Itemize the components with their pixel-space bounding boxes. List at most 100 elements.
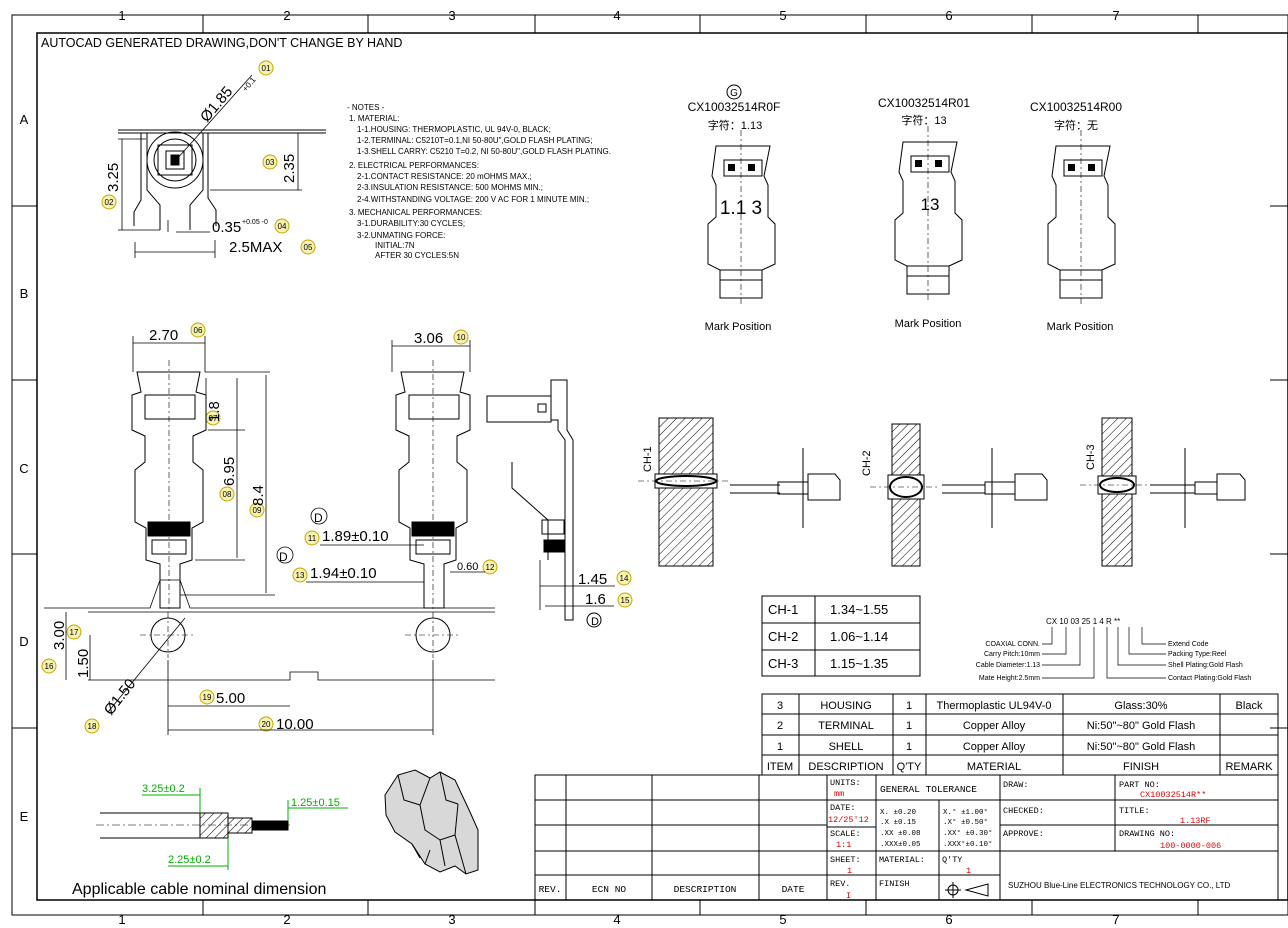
- notes-line-9: 3. MECHANICAL PERFORMANCES:: [349, 208, 482, 217]
- zone-col-6: 6: [945, 8, 952, 23]
- bom-r2-finish: Ni:50"~80" Gold Flash: [1087, 720, 1195, 732]
- notes-title: - NOTES -: [347, 103, 385, 112]
- zone-row-d: D: [19, 634, 28, 649]
- zone-col-2-bottom: 2: [283, 912, 290, 927]
- bom-r2-qty: 1: [906, 720, 912, 732]
- variant-r00-char: 字符：无: [1054, 118, 1098, 132]
- dim-145: 1.45: [578, 571, 607, 588]
- tol-ang-2: .X° ±0.50°: [943, 818, 988, 827]
- balloon-13: 13: [296, 571, 305, 580]
- notes-line-12: INITIAL:7N: [375, 241, 415, 250]
- notes-line-11: 3-2.UNMATING FORCE:: [357, 231, 445, 240]
- balloon-07: 07: [209, 414, 218, 423]
- balloon-12: 12: [486, 563, 495, 572]
- tol-ang-1: X.° ±1.00°: [943, 808, 988, 817]
- variant-r00-part: CX10032514R00: [1030, 100, 1122, 114]
- dim-dia-185: Ø1.85: [197, 83, 236, 125]
- notes-line-10: 3-1.DURABILITY:30 CYCLES;: [357, 219, 465, 228]
- scale-value: 1:1: [836, 840, 851, 850]
- dim-84: 8.4: [250, 485, 267, 506]
- variant-r01: CX10032514R01 字符：13 13 Mark Position: [878, 96, 970, 330]
- variant-r0f-char: 字符：1.13: [708, 118, 762, 132]
- dim-18: 1.8: [206, 401, 223, 422]
- bom-r3-item: 1: [777, 741, 783, 753]
- balloon-16: 16: [45, 662, 54, 671]
- code-right-2: Packing Type:Reel: [1168, 651, 1227, 658]
- bom-r1-material: Thermoplastic UL94V-0: [937, 700, 1052, 712]
- balloon-05: 05: [304, 243, 313, 252]
- iso-view: [384, 769, 479, 875]
- variant-r01-mark: 13: [921, 195, 940, 214]
- zone-col-3: 3: [448, 8, 455, 23]
- dim-306: 3.06: [414, 330, 443, 347]
- balloon-08: 08: [223, 490, 232, 499]
- balloon-18: 18: [88, 722, 97, 731]
- variant-views: G CX10032514R0F 字符：1.13 1.1 3 Mark Posit…: [688, 84, 1122, 333]
- balloon-20: 20: [262, 720, 271, 729]
- dim-035-tol: +0.05 -0: [242, 219, 268, 226]
- balloon-10: 10: [457, 333, 466, 342]
- part-code-diagram: CX 10 03 25 1 4 R ** COAXIAL CONN. Carry…: [976, 617, 1252, 682]
- bom-r1-remark: Black: [1236, 700, 1263, 712]
- ch-views: CH-1 CH-2 CH-3: [638, 417, 1246, 567]
- bom-r3-finish: Ni:50"~80" Gold Flash: [1087, 741, 1195, 753]
- tol-ang-3: .XX° ±0.30°: [943, 829, 993, 838]
- bom-header-item: ITEM: [767, 761, 793, 773]
- ch-table-range-3: 1.15~1.35: [830, 656, 888, 671]
- general-tolerance-label: GENERAL TOLERANCE: [880, 784, 977, 795]
- part-no-label: PART NO:: [1119, 780, 1160, 790]
- drawing-no-value: 100-0000-006: [1160, 841, 1221, 851]
- notes-line-1: 1. MATERIAL:: [349, 114, 400, 123]
- datum-d-flag-2: D: [314, 511, 323, 525]
- balloon-11: 11: [308, 534, 317, 543]
- part-no-value: CX10032514R**: [1140, 790, 1206, 800]
- balloon-01: 01: [262, 64, 271, 73]
- projection-symbol-icon: [945, 882, 989, 898]
- zone-row-a: A: [20, 112, 29, 127]
- ch-table-name-2: CH-2: [768, 629, 798, 644]
- dim-695: 6.95: [221, 457, 238, 486]
- bom-r1-desc: HOUSING: [820, 700, 871, 712]
- zone-row-b: B: [20, 286, 29, 301]
- checked-label: CHECKED:: [1003, 806, 1044, 816]
- balloon-06: 06: [194, 326, 203, 335]
- bom-header-description: DESCRIPTION: [808, 761, 883, 773]
- variant-r0f-mark: 1.1 3: [720, 198, 762, 219]
- finish-label: FINISH: [879, 879, 910, 889]
- header-note: AUTOCAD GENERATED DRAWING,DON'T CHANGE B…: [41, 36, 402, 50]
- notes-line-3: 1-2.TERMINAL: C5210T=0.1,NI 50-80U",GOLD…: [357, 136, 592, 145]
- ch-table-range-2: 1.06~1.14: [830, 629, 888, 644]
- dim-035: 0.35: [212, 219, 241, 236]
- code-left-1: COAXIAL CONN.: [985, 641, 1040, 648]
- front-view-right: [306, 340, 615, 628]
- zone-col-2: 2: [283, 8, 290, 23]
- notes-line-4: 1-3.SHELL CARRY: C5210 T=0.2, NI 50-80U"…: [357, 147, 611, 156]
- zone-col-4: 4: [613, 8, 620, 23]
- balloon-04: 04: [278, 222, 287, 231]
- datum-d-flag-3: D: [279, 550, 288, 564]
- balloons: 01 02 03 04 05 06 07 08 09 10 11 12 13 1…: [41, 60, 633, 734]
- code-right-4: Contact Plating:Gold Flash: [1168, 675, 1251, 682]
- tol-lin-4: .XXX±0.05: [880, 841, 921, 849]
- zone-col-3-bottom: 3: [448, 912, 455, 927]
- cable-diagram: 3.25±0.2 1.25±0.15 2.25±0.2 Applicable c…: [72, 783, 348, 898]
- code-left-4: Mate Height:2.5mm: [979, 675, 1040, 682]
- hole-view: [65, 611, 495, 735]
- variant-r00-mark-pos: Mark Position: [1047, 321, 1114, 333]
- ch-label-1: CH-1: [642, 446, 654, 472]
- units-value: mm: [834, 789, 844, 799]
- bom-r1-qty: 1: [906, 700, 912, 712]
- bom-r2-item: 2: [777, 720, 783, 732]
- units-label: UNITS:: [830, 778, 861, 788]
- bom-r2-desc: TERMINAL: [818, 720, 874, 732]
- part-code: CX 10 03 25 1 4 R **: [1046, 617, 1120, 626]
- zone-col-5: 5: [779, 8, 786, 23]
- dim-25max: 2.5MAX: [229, 239, 282, 256]
- drawing-no-label: DRAWING NO:: [1119, 829, 1175, 839]
- cable-dim-125: 1.25±0.15: [291, 797, 340, 809]
- ch-table-name-1: CH-1: [768, 602, 798, 617]
- variant-r00: CX10032514R00 字符：无 Mark Position: [1030, 100, 1122, 333]
- dim-060: 0.60: [457, 561, 478, 573]
- ch-table-name-3: CH-3: [768, 656, 798, 671]
